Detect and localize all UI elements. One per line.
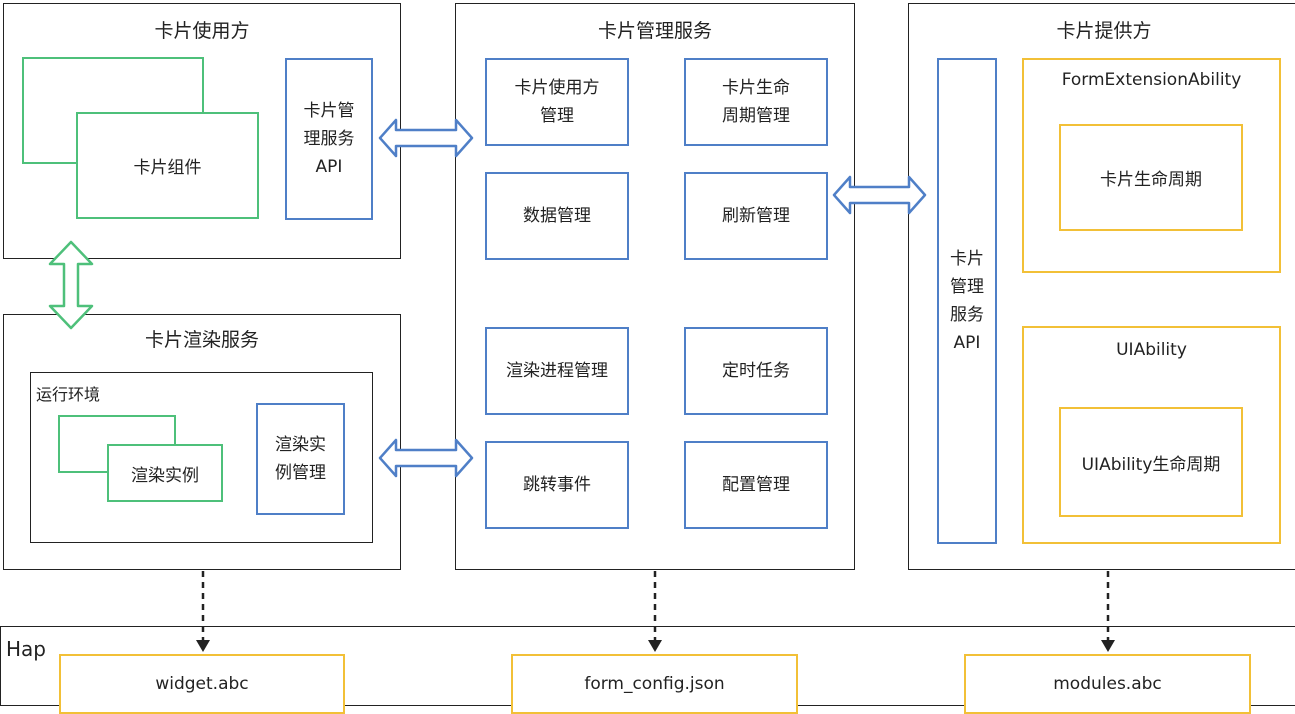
provider-api-label: 卡片 管理 服务 API — [950, 249, 984, 353]
runtime-env-label: 运行环境 — [36, 385, 101, 404]
form-lifecycle-label: 卡片生命周期 — [1100, 170, 1202, 190]
manager-module-data: 数据管理 — [485, 172, 629, 260]
manager-module-config: 配置管理 — [684, 441, 828, 529]
manager-module-lifecycle: 卡片生命 周期管理 — [684, 58, 828, 146]
hap-file-widget: widget.abc — [59, 654, 345, 714]
render-instance-mgmt-label: 渲染实 例管理 — [275, 435, 326, 483]
form-lifecycle-box: 卡片生命周期 — [1059, 124, 1243, 231]
manager-title: 卡片管理服务 — [597, 20, 712, 42]
render-instance-box: 渲染实例 — [107, 444, 223, 502]
consumer-api-label: 卡片管 理服务 API — [303, 101, 355, 177]
hap-file-form-config: form_config.json — [511, 654, 798, 714]
provider-title: 卡片提供方 — [1056, 20, 1152, 42]
hap-label: Hap — [6, 637, 46, 661]
manager-module-render-process: 渲染进程管理 — [485, 327, 629, 415]
manager-module-timer: 定时任务 — [684, 327, 828, 415]
manager-module-refresh: 刷新管理 — [684, 172, 828, 260]
widget-label: 卡片组件 — [133, 158, 202, 178]
ui-ability-label: UIAbility — [1116, 340, 1187, 360]
provider-api-box: 卡片 管理 服务 API — [937, 58, 997, 544]
render-instance-mgmt-box: 渲染实 例管理 — [256, 403, 345, 515]
manager-module-consumer: 卡片使用方 管理 — [485, 58, 629, 146]
consumer-api-box: 卡片管 理服务 API — [285, 58, 373, 220]
manager-module-jump: 跳转事件 — [485, 441, 629, 529]
ui-ability-lifecycle-label: UIAbility生命周期 — [1081, 454, 1221, 475]
form-extension-label: FormExtensionAbility — [1061, 70, 1242, 90]
render-title: 卡片渲染服务 — [144, 329, 259, 351]
consumer-title: 卡片使用方 — [154, 20, 250, 42]
hap-file-modules: modules.abc — [964, 654, 1251, 714]
render-instance-label: 渲染实例 — [131, 465, 199, 486]
widget-box: 卡片组件 — [76, 112, 259, 219]
ui-ability-lifecycle-box: UIAbility生命周期 — [1059, 407, 1243, 517]
